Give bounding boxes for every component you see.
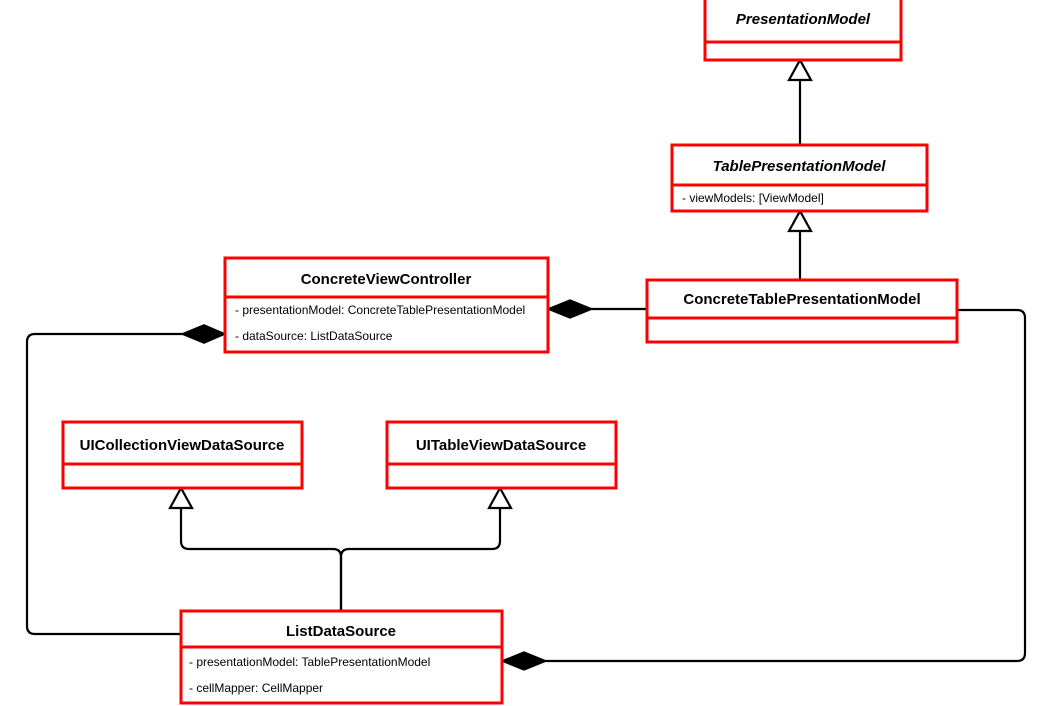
class-attribute-label: - dataSource: ListDataSource [235, 329, 393, 343]
class-name-label: UITableViewDataSource [416, 437, 586, 454]
class-box-uitableview-datasource[interactable]: UITableViewDataSource [385, 420, 618, 490]
class-box-table-presentation-model[interactable]: TablePresentationModel - viewModels: [Vi… [670, 143, 929, 213]
relationship-concrete-view-controller-composes-concrete-table-presentation-model [546, 299, 647, 319]
class-attribute-label: - presentationModel: TablePresentationMo… [189, 655, 430, 669]
class-name-label: ListDataSource [286, 623, 396, 640]
edge-line-uicollectionview [179, 505, 343, 611]
class-name-label: UICollectionViewDataSource [80, 437, 285, 454]
relationship-concrete-view-controller-composes-list-datasource [25, 324, 227, 636]
class-box-list-datasource[interactable]: ListDataSource - presentationModel: Tabl… [179, 609, 504, 705]
class-box-uicollectionview-datasource[interactable]: UICollectionViewDataSource [61, 420, 304, 490]
class-box-presentation-model[interactable]: PresentationModel [703, 0, 903, 62]
inheritance-arrowhead-icon [487, 485, 513, 510]
inheritance-arrowhead-icon [168, 485, 194, 510]
class-box-concrete-table-presentation-model[interactable]: ConcreteTablePresentationModel [645, 278, 959, 344]
class-box-outline [670, 143, 929, 213]
class-box-outline [385, 420, 618, 490]
inheritance-arrowhead-icon [787, 57, 813, 82]
composition-diamond-icon [180, 324, 227, 344]
composition-diamond-icon [546, 299, 594, 319]
class-attribute-label: - viewModels: [ViewModel] [682, 191, 824, 205]
relationship-concrete-table-presentation-model-inherits-table-presentation-model [787, 208, 813, 280]
class-box-outline [645, 278, 959, 344]
class-name-label: ConcreteViewController [301, 271, 472, 288]
edge-line [25, 332, 204, 636]
relationship-table-presentation-model-inherits-presentation-model [787, 57, 813, 145]
composition-diamond-icon [500, 651, 548, 671]
class-name-label: ConcreteTablePresentationModel [683, 291, 920, 308]
class-name-label: PresentationModel [736, 11, 871, 28]
edge-line-uitableview [339, 505, 502, 611]
class-box-outline [223, 256, 550, 354]
inheritance-arrowhead-icon [787, 208, 813, 233]
class-box-concrete-view-controller[interactable]: ConcreteViewController - presentationMod… [223, 256, 550, 354]
relationship-list-datasource-composes-concrete-table-presentation-model [500, 308, 1027, 671]
class-box-outline [703, 0, 903, 62]
relationship-list-datasource-inherits-datasource-protocols [168, 485, 513, 611]
class-attribute-label: - presentationModel: ConcreteTablePresen… [235, 303, 525, 317]
class-name-label: TablePresentationModel [713, 158, 887, 175]
edge-line [529, 308, 1027, 663]
class-box-outline [61, 420, 304, 490]
class-box-outline [179, 609, 504, 705]
class-attribute-label: - cellMapper: CellMapper [189, 681, 323, 695]
edge-layer [25, 57, 1027, 671]
